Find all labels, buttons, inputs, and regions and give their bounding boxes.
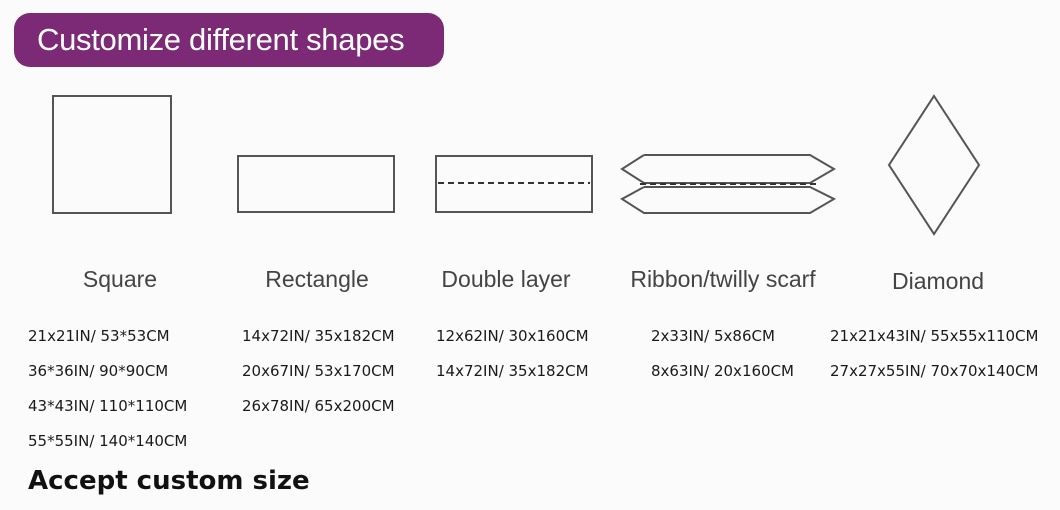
page-title: Customize different shapes — [37, 22, 405, 57]
size-list-square: 21x21IN/ 53*53CM 36*36IN/ 90*90CM 43*43I… — [28, 326, 187, 466]
shape-label-ribbon: Ribbon/twilly scarf — [630, 266, 816, 292]
size-list-double-layer: 12x62IN/ 30x160CM 14x72IN/ 35x182CM — [436, 326, 589, 396]
size-item: 27x27x55IN/ 70x70x140CM — [830, 362, 1039, 380]
size-item: 21x21IN/ 53*53CM — [28, 327, 170, 345]
size-item: 20x67IN/ 53x170CM — [242, 362, 395, 380]
square-shape-icon — [52, 95, 172, 214]
rectangle-shape-icon — [237, 155, 395, 213]
size-item: 26x78IN/ 65x200CM — [242, 397, 395, 415]
double-layer-shape-icon — [435, 155, 593, 213]
size-item: 12x62IN/ 30x160CM — [436, 327, 589, 345]
size-list-diamond: 21x21x43IN/ 55x55x110CM 27x27x55IN/ 70x7… — [830, 326, 1038, 396]
diamond-shape-icon — [887, 94, 981, 236]
size-item: 14x72IN/ 35x182CM — [436, 362, 589, 380]
shape-label-square: Square — [82, 266, 158, 292]
size-item: 43*43IN/ 110*110CM — [28, 397, 188, 415]
size-item: 8x63IN/ 20x160CM — [651, 362, 794, 380]
size-item: 36*36IN/ 90*90CM — [28, 362, 169, 380]
ribbon-shape-icon — [620, 154, 837, 214]
shape-label-double-layer: Double layer — [441, 266, 571, 292]
size-item: 2x33IN/ 5x86CM — [651, 327, 775, 345]
size-item: 21x21x43IN/ 55x55x110CM — [830, 327, 1039, 345]
size-list-ribbon: 2x33IN/ 5x86CM 8x63IN/ 20x160CM — [651, 326, 794, 396]
custom-size-note: Accept custom size — [28, 466, 310, 496]
page-title-banner: Customize different shapes — [14, 13, 444, 67]
size-item: 55*55IN/ 140*140CM — [28, 432, 188, 450]
shape-label-diamond: Diamond — [891, 268, 985, 294]
shape-label-rectangle: Rectangle — [265, 266, 369, 292]
size-item: 14x72IN/ 35x182CM — [242, 327, 395, 345]
size-list-rectangle: 14x72IN/ 35x182CM 20x67IN/ 53x170CM 26x7… — [242, 326, 395, 431]
